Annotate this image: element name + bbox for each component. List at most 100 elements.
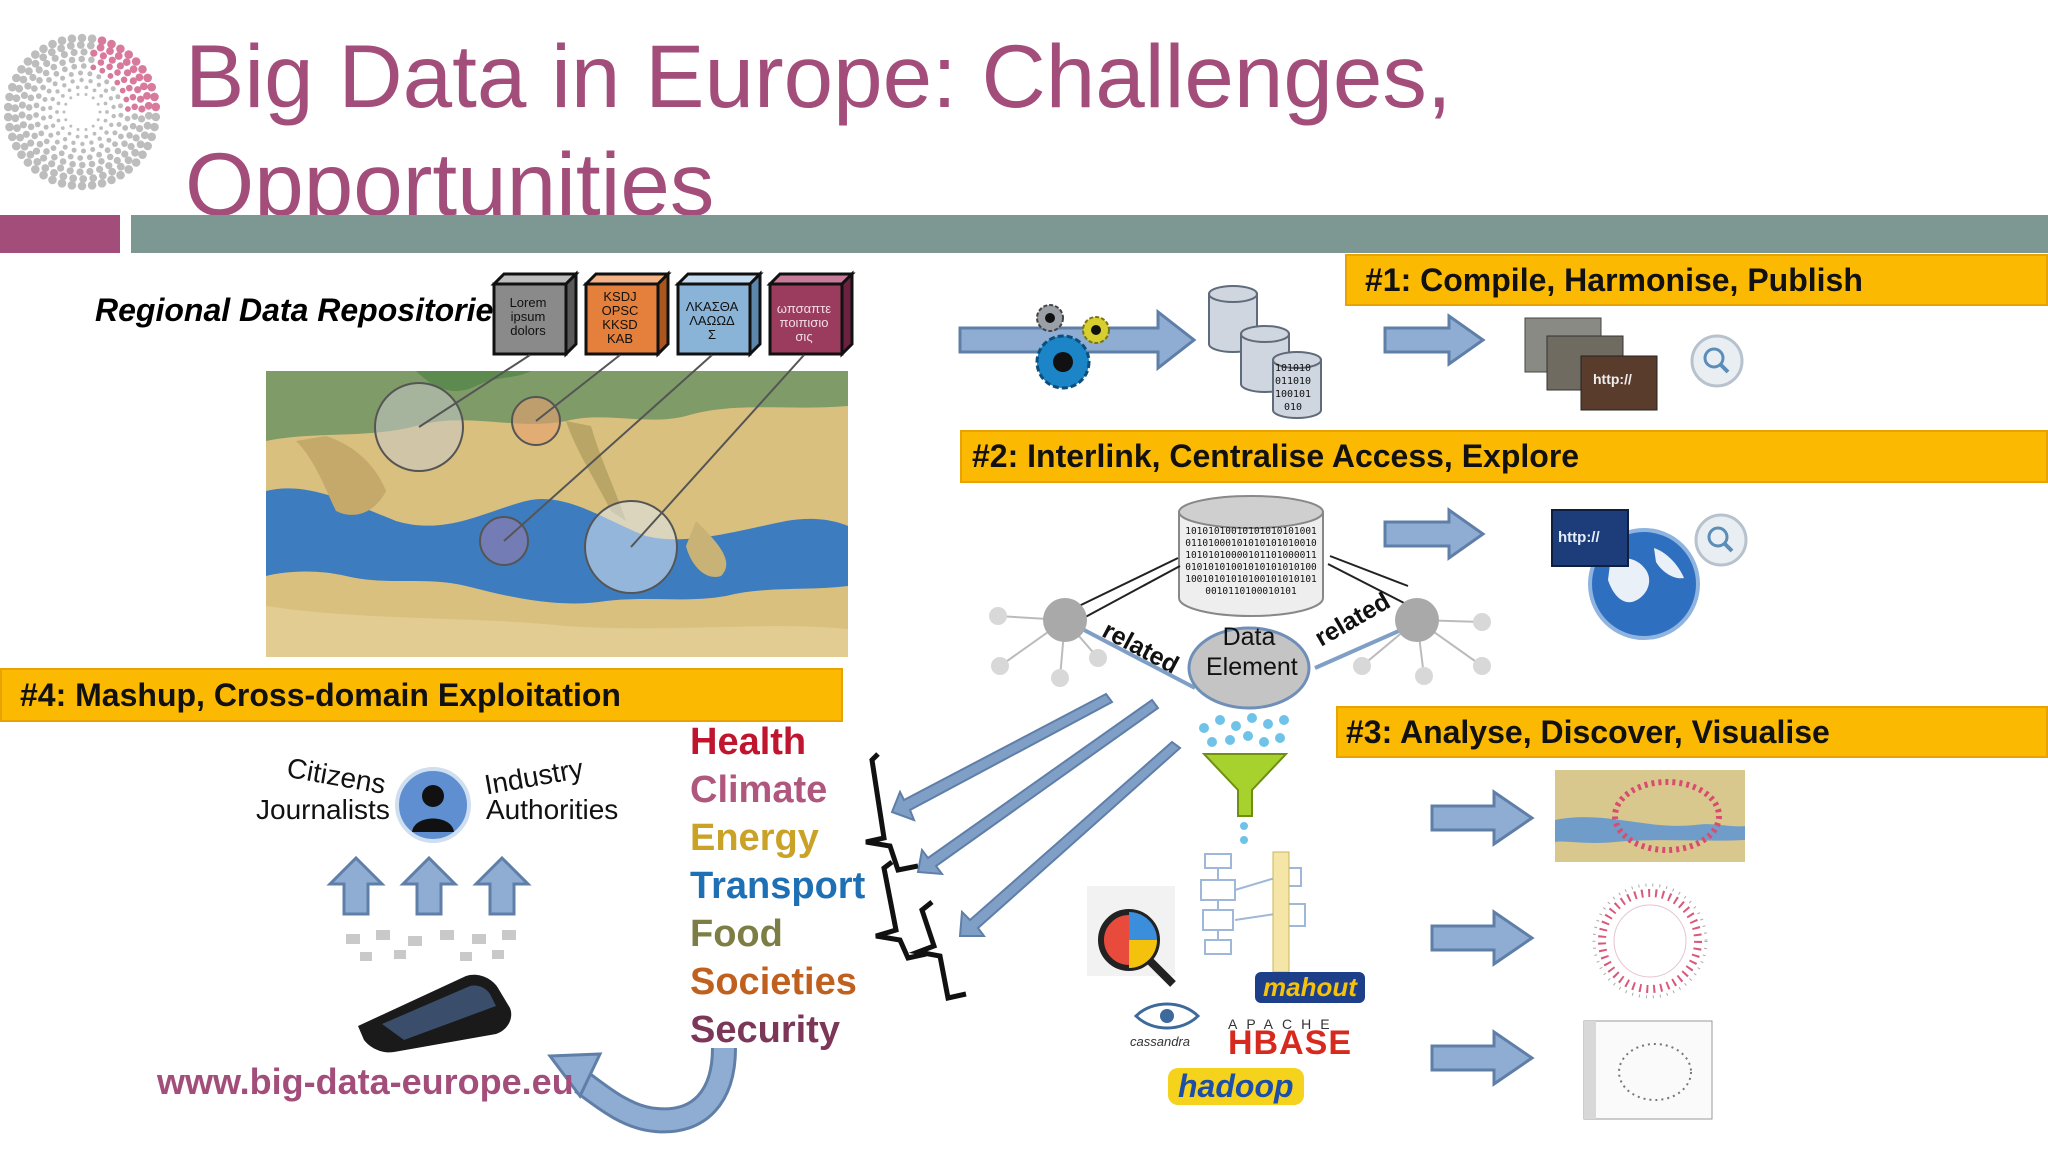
logo-dot bbox=[106, 63, 113, 71]
visualise-arrow bbox=[1430, 1029, 1535, 1087]
logo-dot bbox=[34, 121, 41, 128]
logo-dot bbox=[56, 118, 61, 123]
logo-dot bbox=[104, 147, 111, 154]
up-arrows bbox=[326, 856, 532, 916]
globe-icon: http:// bbox=[1551, 509, 1700, 640]
logo-dot bbox=[61, 94, 65, 98]
magnifier-icon bbox=[1690, 334, 1744, 388]
logo-dot bbox=[104, 79, 110, 85]
svg-text:http://: http:// bbox=[1558, 529, 1600, 546]
logo-dot bbox=[20, 91, 28, 99]
big-database-icon bbox=[1178, 495, 1324, 617]
logo-dot bbox=[26, 113, 33, 121]
logo-dot bbox=[91, 96, 95, 100]
logo-dot bbox=[59, 59, 66, 66]
logo-dot bbox=[98, 110, 102, 114]
logo-dot bbox=[67, 131, 72, 136]
logo-dot bbox=[31, 50, 40, 59]
logo-dot bbox=[143, 121, 152, 130]
logo-dot bbox=[38, 130, 45, 137]
binary-line: 10101010000101101000011 bbox=[1185, 550, 1317, 561]
logo-dot bbox=[76, 41, 85, 49]
project-url[interactable]: www.big-data-europe.eu bbox=[157, 1061, 574, 1102]
logo-dot bbox=[99, 52, 107, 60]
authorities-label: Authorities bbox=[486, 794, 619, 825]
return-arrow bbox=[547, 1047, 737, 1134]
logo-dot bbox=[47, 48, 56, 57]
logo-dot bbox=[122, 58, 131, 66]
heatmap-visual bbox=[1555, 770, 1745, 862]
logo-dot bbox=[57, 44, 65, 53]
logo-dot bbox=[90, 49, 98, 57]
logo-dot bbox=[40, 154, 48, 162]
logo-dot bbox=[109, 122, 114, 128]
logo-dot bbox=[116, 170, 125, 180]
logo-dot bbox=[57, 179, 67, 188]
logo-dot bbox=[104, 130, 109, 135]
logo-dot bbox=[66, 167, 74, 175]
logo-dot bbox=[27, 94, 35, 102]
logo-dot bbox=[5, 122, 14, 132]
logo-dot bbox=[97, 179, 107, 188]
logo-dot bbox=[27, 139, 35, 147]
logo-dot bbox=[40, 106, 46, 112]
logo-dot bbox=[105, 162, 113, 170]
logo-dot bbox=[36, 77, 43, 84]
logo-dot bbox=[127, 142, 135, 151]
logo-dot bbox=[71, 147, 77, 153]
logo-dot bbox=[79, 77, 84, 83]
logo-dot bbox=[116, 122, 122, 127]
logo-dot bbox=[8, 132, 17, 142]
logo-dot bbox=[67, 153, 74, 160]
gears-icon bbox=[1035, 304, 1110, 390]
logo-dot bbox=[71, 63, 78, 70]
logo-dot bbox=[78, 70, 83, 76]
logo-dot bbox=[3, 102, 13, 112]
logo-dot bbox=[35, 93, 42, 99]
logo-dot bbox=[41, 115, 46, 121]
logo-dot bbox=[12, 94, 21, 103]
funnel-icon bbox=[1199, 713, 1289, 844]
logo-dot bbox=[138, 105, 146, 113]
apache-label: APACHE bbox=[1228, 1016, 1339, 1032]
logo-dot bbox=[25, 104, 33, 111]
logo-dot bbox=[116, 62, 124, 70]
logo-dot bbox=[41, 164, 50, 172]
logo-dot bbox=[70, 48, 78, 57]
binary-line: 01101000101010101010010 bbox=[1185, 538, 1317, 549]
logo-dot bbox=[112, 141, 118, 147]
logo-dot bbox=[147, 82, 156, 92]
logo-dot bbox=[138, 150, 147, 159]
logo-dot bbox=[54, 139, 60, 145]
logo-dot bbox=[121, 150, 129, 158]
logo-dot bbox=[111, 104, 116, 110]
logo-dot bbox=[96, 43, 105, 52]
logo-dot bbox=[31, 165, 40, 174]
logo-dot bbox=[48, 175, 57, 185]
logo-dot bbox=[120, 76, 128, 84]
europe-map bbox=[266, 371, 848, 657]
logo-dot bbox=[11, 141, 21, 151]
logo-dot bbox=[136, 140, 145, 149]
logo-dot bbox=[31, 59, 40, 68]
logo-dot bbox=[56, 101, 61, 106]
step-3-banner: #3: Analyse, Discover, Visualise bbox=[1336, 706, 2048, 758]
interlink-arrow bbox=[1383, 507, 1486, 561]
logo-dot bbox=[39, 170, 48, 180]
logo-dot bbox=[131, 57, 141, 66]
logo-dot bbox=[67, 181, 77, 190]
logo-dot bbox=[96, 102, 100, 106]
logo-dot bbox=[33, 112, 39, 118]
visualise-arrow bbox=[1430, 909, 1535, 967]
binary-line: 100101 bbox=[1274, 389, 1312, 400]
logo-dot bbox=[75, 134, 80, 139]
logo-dot bbox=[106, 153, 114, 161]
logo-dot bbox=[60, 51, 68, 59]
logo-dot bbox=[138, 115, 146, 123]
title-line-1: Big Data in Europe: Challenges, bbox=[185, 26, 1452, 126]
logo-dot bbox=[42, 97, 48, 102]
binary-line: 10101010010101010101001 bbox=[1185, 526, 1317, 537]
visualise-arrow bbox=[1430, 789, 1535, 847]
logo-dot bbox=[32, 147, 41, 155]
logo-dot bbox=[16, 133, 24, 142]
